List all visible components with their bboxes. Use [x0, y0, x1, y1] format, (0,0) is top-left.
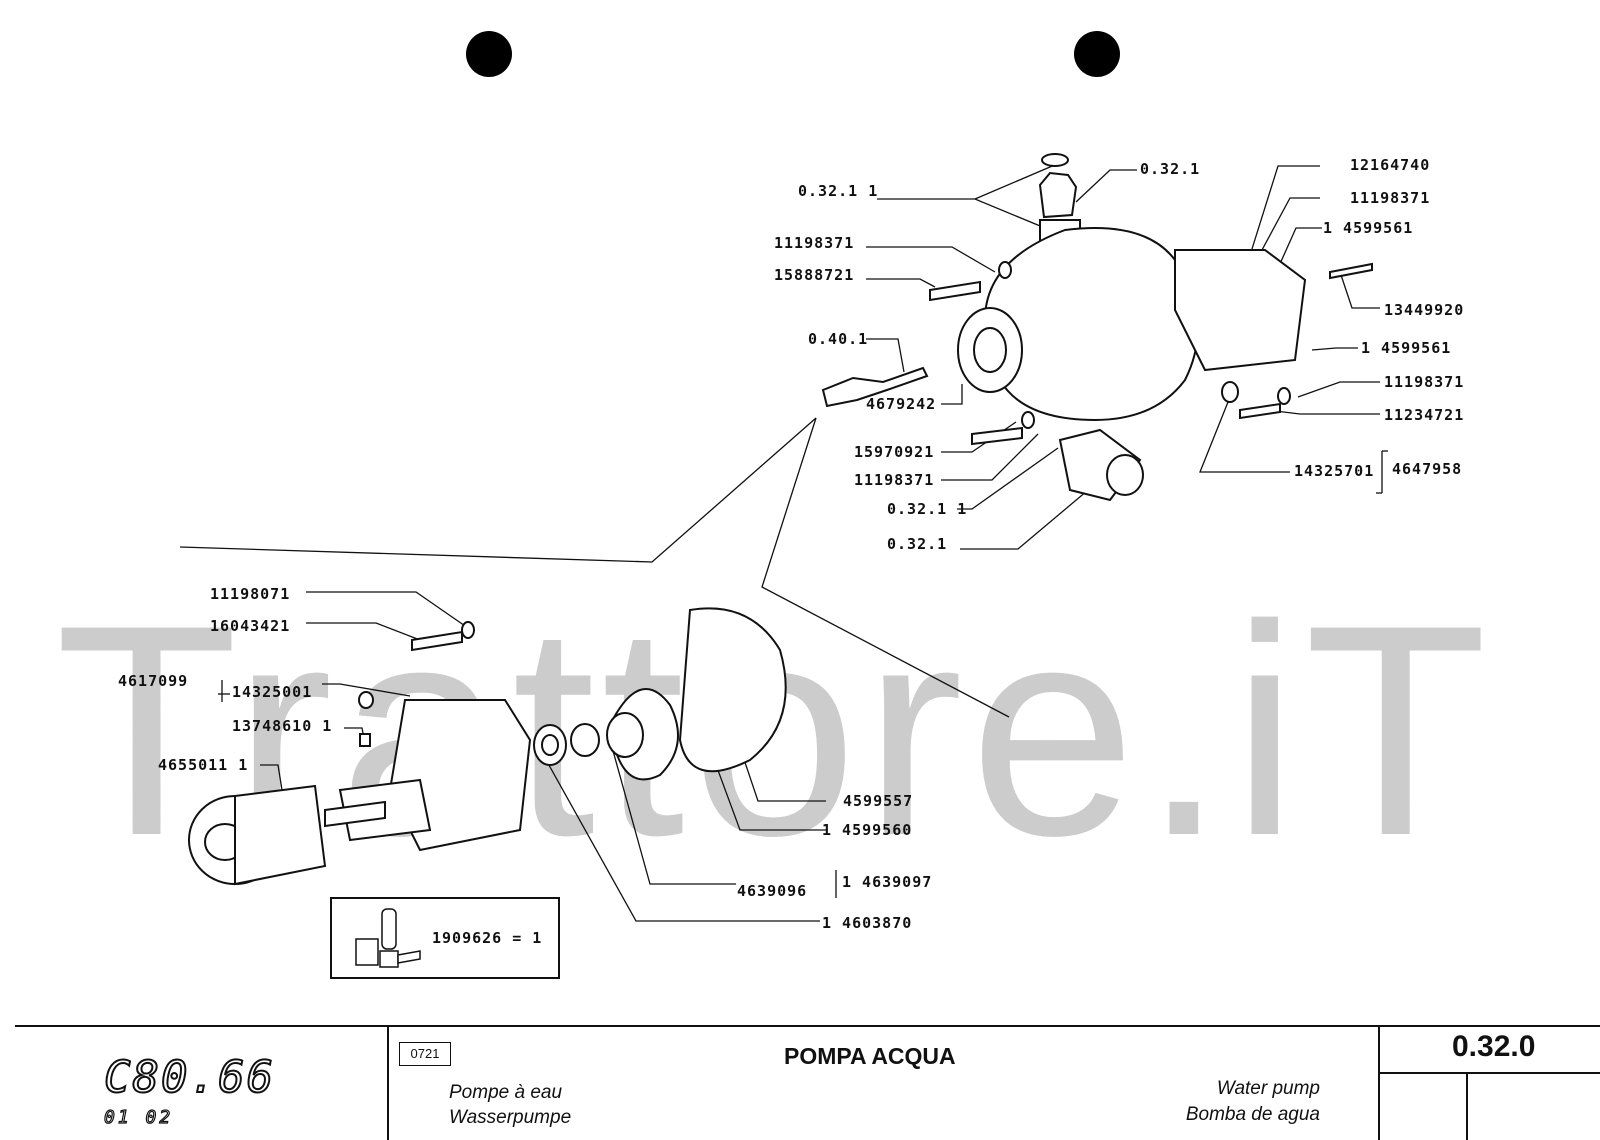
label-15970921: 15970921 [854, 443, 935, 461]
label-11198371-b: 11198371 [774, 234, 855, 252]
title-german: Wasserpumpe [449, 1107, 572, 1128]
label-11198071: 11198071 [210, 585, 291, 603]
label-14325001: 14325001 [232, 683, 313, 701]
label-4639097: 1 4639097 [842, 873, 933, 891]
label-0-32-1-b: 0.32.1 [1140, 160, 1201, 178]
group-code: 0721 [399, 1042, 451, 1066]
repair-kit-icon [355, 908, 421, 968]
label-4599557: 4599557 [843, 792, 914, 810]
label-13748610: 13748610 1 [232, 717, 333, 735]
label-11198371-c: 11198371 [1384, 373, 1465, 391]
title-italian: POMPA ACQUA [784, 1043, 956, 1069]
model-name: C80.66 [103, 1051, 275, 1104]
label-11198371-d: 11198371 [854, 471, 935, 489]
label-13449920: 13449920 [1384, 301, 1465, 319]
label-4617099: 4617099 [118, 672, 189, 690]
label-4655011: 4655011 1 [158, 756, 249, 774]
label-4679242: 4679242 [866, 395, 937, 413]
label-16043421: 16043421 [210, 617, 291, 635]
label-4639096: 4639096 [737, 882, 808, 900]
title-block-divider-1 [387, 1025, 389, 1140]
punch-hole-right [1074, 31, 1120, 77]
title-block-divider-2 [1378, 1025, 1380, 1140]
label-11234721: 11234721 [1384, 406, 1465, 424]
label-4599561-a: 1 4599561 [1323, 219, 1414, 237]
title-french: Pompe à eau [449, 1082, 563, 1103]
label-0-32-1-a: 0.32.1 1 [798, 182, 879, 200]
label-11198371-a: 11198371 [1350, 189, 1431, 207]
repair-kit-box: 1909626 = 1 [330, 897, 560, 979]
model-subcode: 01 02 [103, 1106, 174, 1128]
label-0-32-1-d: 0.32.1 [887, 535, 948, 553]
label-4647958: 4647958 [1392, 460, 1463, 478]
label-15888721: 15888721 [774, 266, 855, 284]
title-block-top-rule [15, 1025, 1600, 1027]
title-english: Water pump [1216, 1078, 1320, 1099]
punch-hole-left [466, 31, 512, 77]
kit-label: 1909626 = 1 [432, 929, 543, 947]
title-spanish: Bomba de agua [1185, 1104, 1320, 1125]
label-4603870: 1 4603870 [822, 914, 913, 932]
label-12164740: 12164740 [1350, 156, 1431, 174]
label-0-40-1: 0.40.1 [808, 330, 869, 348]
title-block-section-rule [1378, 1072, 1600, 1074]
label-4599560: 1 4599560 [822, 821, 913, 839]
label-4599561-b: 1 4599561 [1361, 339, 1452, 357]
label-0-32-1-c: 0.32.1 1 [887, 500, 968, 518]
title-block-divider-3 [1466, 1072, 1468, 1140]
section-number: 0.32.0 [1452, 1030, 1536, 1063]
label-14325701: 14325701 [1294, 462, 1375, 480]
